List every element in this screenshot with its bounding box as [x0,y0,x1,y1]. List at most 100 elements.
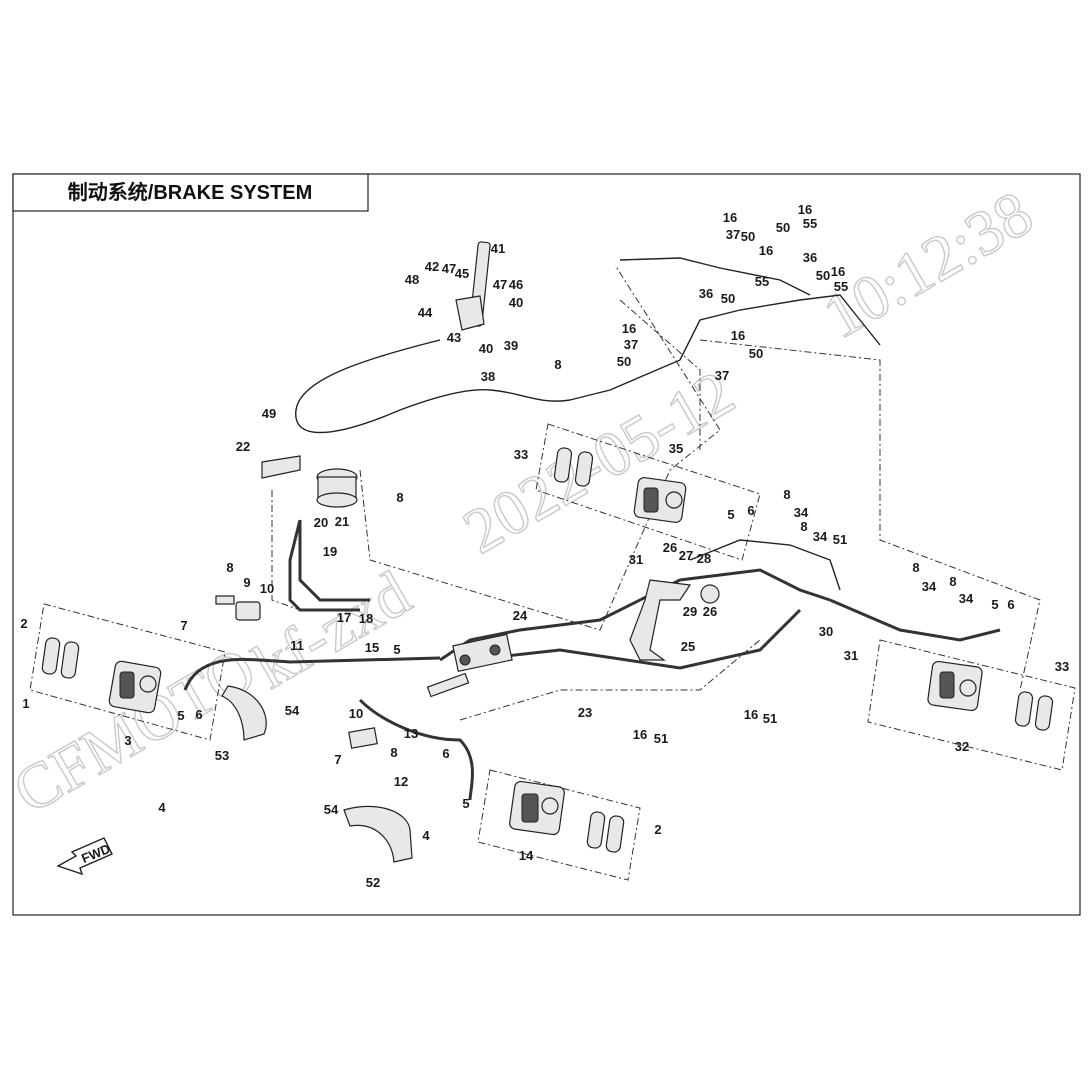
part-callout-50: 50 [617,354,631,369]
part-callout-16: 16 [759,243,773,258]
part-callout-47: 47 [493,277,507,292]
part-callout-34: 34 [959,591,974,606]
part-callout-15: 15 [365,640,379,655]
part-callout-6: 6 [195,707,202,722]
part-callout-6: 6 [747,503,754,518]
hand-brake-lever [455,241,491,331]
part-callout-8: 8 [949,574,956,589]
part-callout-37: 37 [726,227,740,242]
part-callout-37: 37 [715,368,729,383]
caliper-front-left [108,660,162,714]
part-callout-50: 50 [741,229,755,244]
part-callout-21: 21 [335,514,349,529]
part-callout-53: 53 [215,748,229,763]
part-callout-50: 50 [776,220,790,235]
part-callout-41: 41 [491,241,505,256]
dust-covers [215,595,470,863]
part-callout-16: 16 [633,727,647,742]
part-callout-5: 5 [177,708,184,723]
part-callout-16: 16 [744,707,758,722]
part-callout-5: 5 [462,796,469,811]
part-callout-54: 54 [285,703,300,718]
part-callout-7: 7 [334,752,341,767]
part-callout-5: 5 [991,597,998,612]
part-callout-25: 25 [681,639,695,654]
part-callout-46: 46 [509,277,523,292]
part-callout-30: 30 [819,624,833,639]
part-callout-18: 18 [359,611,373,626]
part-callout-50: 50 [721,291,735,306]
part-callout-27: 27 [679,548,693,563]
part-callout-29: 29 [683,604,697,619]
caliper-rear-left [633,477,687,523]
part-callout-23: 23 [578,705,592,720]
part-callout-49: 49 [262,406,276,421]
part-callout-40: 40 [509,295,523,310]
part-callout-45: 45 [455,266,469,281]
part-callout-7: 7 [180,618,187,633]
part-callout-55: 55 [803,216,817,231]
diagram-frame [12,173,1081,916]
part-callout-8: 8 [912,560,919,575]
part-callout-8: 8 [800,519,807,534]
brake-pedal [629,579,720,661]
part-callout-34: 34 [813,529,828,544]
part-callout-19: 19 [323,544,337,559]
proportioning-valve [452,633,513,673]
part-callout-8: 8 [390,745,397,760]
part-callout-50: 50 [816,268,830,283]
part-callout-55: 55 [755,274,769,289]
part-callout-28: 28 [697,551,711,566]
part-callout-13: 13 [404,726,418,741]
pads-rear-right [1014,691,1054,731]
watermark: CFMOTO kf-zxd 2022-05-12 10:12:38 [1,176,1045,828]
part-callout-36: 36 [803,250,817,265]
watermark-brand: CFMOTO [2,633,267,827]
part-callout-6: 6 [442,746,449,761]
part-callout-16: 16 [731,328,745,343]
part-callout-10: 10 [349,706,363,721]
pads-rear-left [553,447,594,487]
part-callout-14: 14 [519,848,534,863]
part-callout-20: 20 [314,515,328,530]
part-callout-5: 5 [727,507,734,522]
pads-front-right [586,811,625,853]
part-callout-51: 51 [654,731,668,746]
part-callout-8: 8 [783,487,790,502]
part-callout-10: 10 [260,581,274,596]
part-callout-11: 11 [290,638,304,653]
part-callout-31: 31 [629,552,643,567]
part-callout-22: 22 [236,439,250,454]
part-callout-16: 16 [798,202,812,217]
part-callout-17: 17 [337,610,351,625]
part-callout-26: 26 [703,604,717,619]
part-callout-38: 38 [481,369,495,384]
pads-front-left [41,637,80,679]
watermark-user: kf-zxd [242,557,422,702]
part-callout-33: 33 [1055,659,1069,674]
part-callout-4: 4 [158,800,166,815]
diagram-title: 制动系统/BRAKE SYSTEM [68,180,312,204]
part-callout-9: 9 [243,575,250,590]
fwd-label: FWD [79,841,112,866]
part-callout-34: 34 [794,505,809,520]
part-callout-47: 47 [442,261,456,276]
part-callout-31: 31 [844,648,858,663]
part-callout-16: 16 [723,210,737,225]
part-callout-48: 48 [405,272,419,287]
part-callout-8: 8 [396,490,403,505]
part-callout-50: 50 [749,346,763,361]
watermark-date: 2022-05-12 [452,356,746,567]
group-outlines [29,264,1076,881]
part-callout-24: 24 [513,608,528,623]
part-callout-8: 8 [554,357,561,372]
brake-lines [183,257,1001,801]
caliper-rear-right [927,660,983,712]
part-callout-5: 5 [393,642,400,657]
part-callout-43: 43 [447,330,461,345]
part-callout-35: 35 [669,441,683,456]
caliper-front-right [509,780,565,836]
part-callout-37: 37 [624,337,638,352]
